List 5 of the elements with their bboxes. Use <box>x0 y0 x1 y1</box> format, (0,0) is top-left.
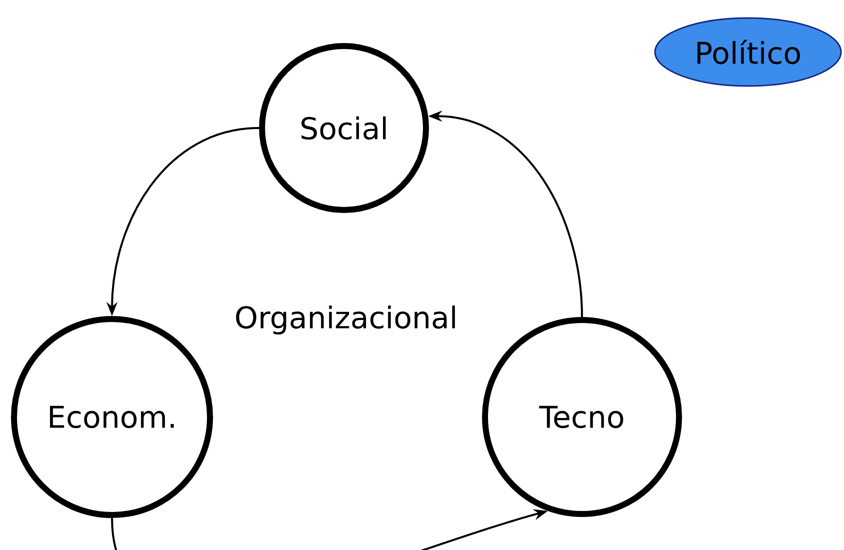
center-label: Organizacional <box>236 306 455 335</box>
circle-node: Econom. <box>11 316 213 518</box>
ellipse-node: Político <box>654 17 842 87</box>
circle-node: Social <box>259 43 429 213</box>
circle-node: Tecno <box>482 317 682 517</box>
